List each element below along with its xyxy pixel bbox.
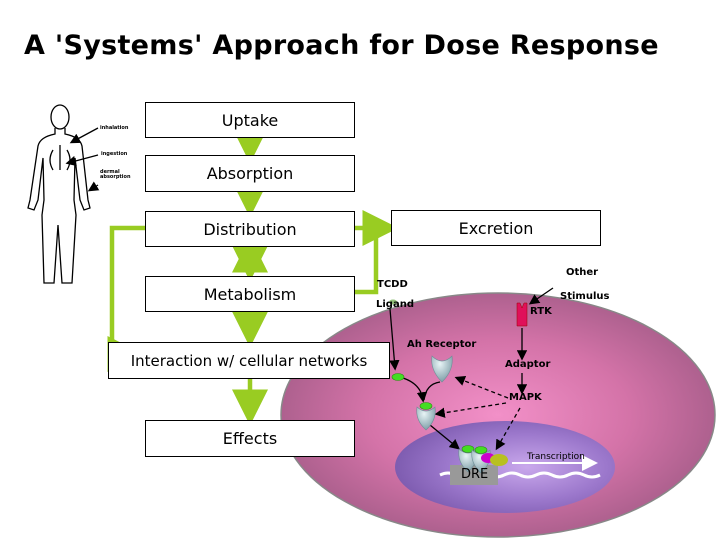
ligand-icon bbox=[391, 373, 405, 381]
label-transcription: Transcription bbox=[527, 452, 585, 462]
label-inhalation: inhalation bbox=[100, 125, 129, 131]
coactivator-olive-icon bbox=[490, 454, 508, 466]
human-body-figure bbox=[27, 104, 91, 284]
tcdd-ligand-marker bbox=[389, 299, 397, 305]
metabolism-box: Metabolism bbox=[145, 276, 355, 312]
label-adaptor: Adaptor bbox=[505, 359, 551, 370]
ligand-receptor-complex-icon bbox=[416, 406, 436, 431]
label-rtk: RTK bbox=[530, 306, 552, 317]
dre-ligand-2-icon bbox=[474, 446, 488, 454]
label-ingestion: ingestion bbox=[101, 151, 128, 157]
distribution-box: Distribution bbox=[145, 211, 355, 247]
label-ligand: Ligand bbox=[376, 299, 414, 310]
label-ah-receptor: Ah Receptor bbox=[407, 339, 477, 350]
effects-box: Effects bbox=[145, 420, 355, 457]
label-stimulus: Stimulus bbox=[560, 291, 610, 302]
exposure-arrows bbox=[65, 127, 100, 192]
signal-arrows bbox=[389, 287, 554, 450]
label-dermal-absorption: dermal absorption bbox=[100, 169, 131, 180]
excretion-box: Excretion bbox=[391, 210, 601, 246]
bound-ligand-icon bbox=[419, 402, 433, 410]
label-mapk: MAPK bbox=[509, 392, 542, 403]
rtk-receptor-icon bbox=[516, 302, 528, 327]
uptake-box: Uptake bbox=[145, 102, 355, 138]
slide-title: A 'Systems' Approach for Dose Response bbox=[24, 30, 659, 61]
dashed-arrows bbox=[434, 376, 521, 451]
absorption-box: Absorption bbox=[145, 155, 355, 192]
dre-ligand-1-icon bbox=[461, 445, 475, 453]
label-tcdd: TCDD bbox=[377, 279, 408, 290]
interaction-box: Interaction w/ cellular networks bbox=[108, 342, 390, 379]
dre-box bbox=[450, 465, 498, 485]
label-dre: DRE bbox=[461, 467, 489, 482]
label-other: Other bbox=[566, 267, 599, 278]
ah-receptor-icon bbox=[431, 355, 453, 383]
